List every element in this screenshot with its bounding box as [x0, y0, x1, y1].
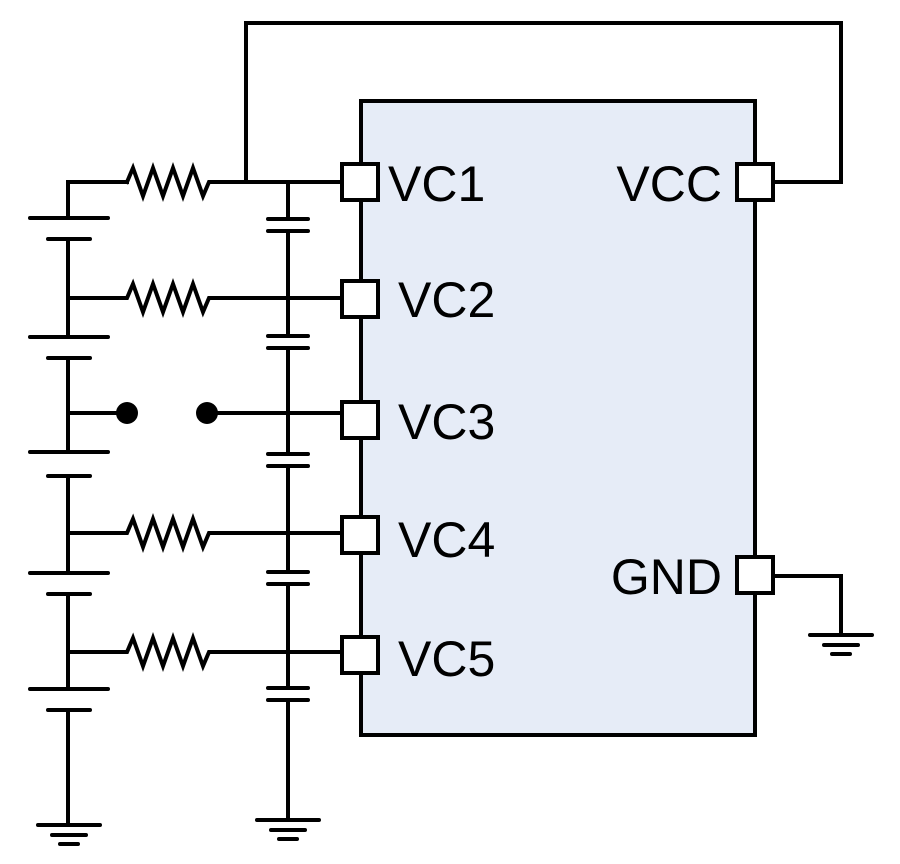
resistor-vc4	[66, 513, 344, 553]
pin-vc2-label: VC2	[398, 272, 495, 328]
filter-resistors	[66, 162, 344, 672]
ground-battery	[36, 823, 102, 846]
ground-chip	[771, 574, 874, 656]
vc3-open-link	[66, 402, 344, 424]
pin-gnd-pad	[735, 555, 775, 595]
pin-vcc-pad	[735, 162, 775, 202]
pin-vc3: VC3	[340, 394, 495, 450]
pin-vc5: VC5	[340, 631, 495, 687]
pin-vc1-pad	[340, 162, 380, 202]
resistor-vc2	[66, 278, 344, 318]
pin-vc4-label: VC4	[398, 512, 495, 568]
gnd-wire	[771, 574, 843, 637]
pin-vc2: VC2	[340, 272, 495, 328]
vcc-feed-wire	[244, 21, 843, 184]
open-link-dot-left	[116, 402, 138, 424]
pin-gnd-label: GND	[611, 549, 722, 605]
pin-vc1-label: VC1	[388, 156, 485, 212]
pin-vc2-pad	[340, 279, 380, 319]
pin-vc1: VC1	[340, 156, 485, 212]
pin-vc3-pad	[340, 400, 380, 440]
pin-vc5-label: VC5	[398, 631, 495, 687]
pin-vc4: VC4	[340, 512, 495, 568]
battery-stack	[28, 180, 129, 827]
ground-capacitors	[255, 818, 321, 841]
resistor-vc1	[124, 162, 344, 202]
ic-body	[359, 99, 757, 737]
pin-vc4-pad	[340, 515, 380, 555]
pin-gnd: GND	[611, 549, 775, 605]
pin-vcc: VCC	[616, 156, 775, 212]
pin-vcc-label: VCC	[616, 156, 722, 212]
pin-vc3-label: VC3	[398, 394, 495, 450]
battery-top-wire	[66, 180, 129, 219]
capacitor-ladder	[266, 180, 310, 822]
pin-vc5-pad	[340, 635, 380, 675]
resistor-vc5	[66, 632, 344, 672]
